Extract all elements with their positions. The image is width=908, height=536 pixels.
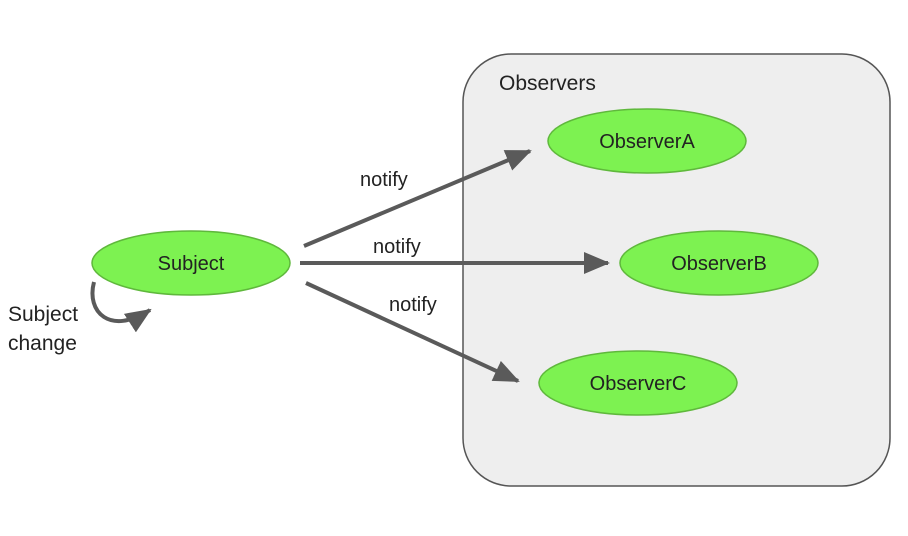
observer-b-ellipse	[619, 230, 819, 296]
subject-change-arrow	[90, 281, 152, 333]
observer-a-label: ObserverA	[599, 131, 695, 153]
subject-ellipse	[91, 230, 291, 296]
observer-b-label: ObserverB	[671, 253, 767, 275]
observer-b-node: ObserverB	[619, 230, 819, 296]
edge-notify-c	[305, 281, 520, 383]
subject-label: Subject	[158, 253, 225, 275]
observer-c-label: ObserverC	[590, 373, 687, 395]
observer-a-node: ObserverA	[547, 108, 747, 174]
edges: notify notify notify	[300, 149, 610, 383]
observer-a-ellipse	[547, 108, 747, 174]
subject-change-label-line1: Subject	[8, 303, 78, 326]
edge-notify-a	[303, 149, 532, 248]
observer-c-ellipse	[538, 350, 738, 416]
observers-group-label: Observers	[499, 72, 596, 95]
subject-node: Subject	[91, 230, 291, 296]
edge-label-notify-c: notify	[389, 294, 437, 316]
subject-change-label-line2: change	[8, 332, 77, 355]
edge-label-notify-a: notify	[360, 169, 408, 191]
subject-change-loop: Subject change	[8, 281, 152, 355]
observer-c-node: ObserverC	[538, 350, 738, 416]
edge-label-notify-b: notify	[373, 236, 421, 258]
